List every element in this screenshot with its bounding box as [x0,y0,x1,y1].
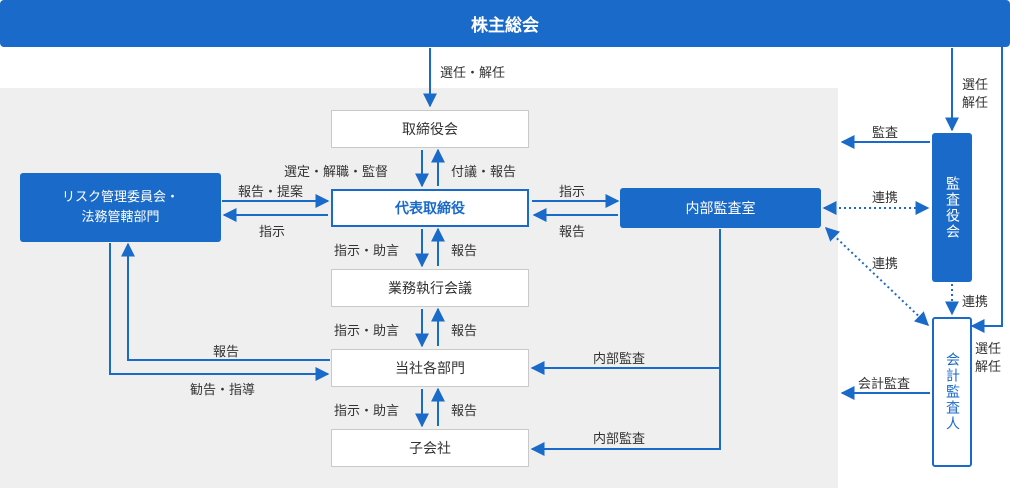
board-of-directors-box: 取締役会 [331,110,529,148]
label-audit: 監査 [872,126,899,141]
subsidiaries-label: 子会社 [409,441,451,457]
arrow-audit-to-sub [530,229,721,456]
label-elect-a-line1: 選任 [962,78,989,93]
departments-label: 当社各部門 [395,361,465,377]
label-report-2: 報告 [451,324,478,339]
label-instruct-right: 指示 [559,185,586,200]
label-cooperation-3: 連携 [962,295,989,310]
dotted-cooperation-2 [824,227,930,326]
label-instruct-advise-3: 指示・助言 [334,404,400,419]
ceo-label: 代表取締役 [395,201,465,217]
risk-committee-line2: 法務管轄部門 [81,209,160,225]
shareholders-meeting-banner: 株主総会 [0,0,1010,47]
label-report-3: 報告 [451,404,478,419]
label-select-dismiss-supervise: 選定・解職・監督 [284,165,389,180]
label-agenda-report: 付議・報告 [451,165,517,180]
board-label: 取締役会 [402,122,458,138]
label-instruct-advise-2: 指示・助言 [334,324,400,339]
subsidiaries-box: 子会社 [331,429,529,467]
representative-director-box: 代表取締役 [331,189,529,227]
label-instruct-left: 指示 [259,225,286,240]
executive-council-box: 業務執行会議 [331,269,529,307]
exec-council-label: 業務執行会議 [388,281,472,297]
label-instruct-advise-1: 指示・助言 [334,244,400,259]
label-internal-audit-1: 内部監査 [593,352,646,367]
label-report-left: 報告 [213,345,240,360]
label-internal-audit-2: 内部監査 [593,432,646,447]
label-report-right: 報告 [559,225,586,240]
arrow-risk-to-dept [109,243,330,381]
label-elect-b-line2: 解任 [975,360,1002,375]
arrow-elect-accountant [970,30,1003,333]
label-elect-b-line1: 選任 [975,342,1002,357]
audit-board-label: 監査役会 [944,175,960,240]
departments-box: 当社各部門 [331,349,529,387]
label-elect-dismiss: 選任・解任 [440,66,506,81]
label-report-1: 報告 [451,244,478,259]
risk-committee-box: リスク管理委員会・ 法務管轄部門 [20,173,221,242]
label-report-proposal: 報告・提案 [238,185,304,200]
accounting-auditor-label: 会計監査人 [944,352,960,432]
internal-audit-office-box: 内部監査室 [620,188,821,228]
label-elect-a-line2: 解任 [962,96,989,111]
audit-office-label: 内部監査室 [685,201,756,217]
risk-committee-line1: リスク管理委員会・ [61,189,179,205]
label-cooperation-1: 連携 [872,191,899,206]
label-accounting-audit: 会計監査 [858,377,911,392]
label-cooperation-2: 連携 [872,257,899,272]
audit-board-box: 監査役会 [932,133,972,282]
label-recommend-guide: 勧告・指導 [190,383,256,398]
arrow-dept-to-risk [121,242,330,361]
accounting-auditor-box: 会計監査人 [932,317,972,467]
shareholders-meeting-label: 株主総会 [471,16,539,36]
